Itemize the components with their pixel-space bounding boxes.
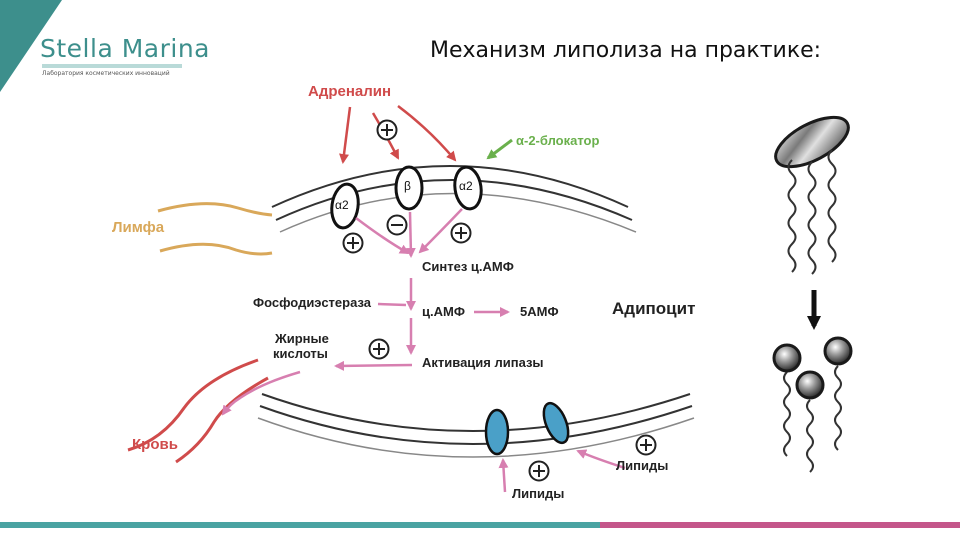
channel-proteins: [484, 401, 570, 456]
upper-membrane: [271, 165, 637, 233]
logo-tagline: Лаборатория косметических инноваций: [42, 70, 170, 77]
five-amp-label: 5АМФ: [520, 304, 559, 319]
blood-lines: [127, 358, 269, 464]
squiggly-tails-top: [787, 149, 837, 275]
elongated-lipid-droplet: [774, 115, 850, 169]
blood-label: Кровь: [132, 436, 178, 453]
camp-synthesis-label: Синтез ц.АМФ: [422, 259, 514, 274]
corner-decoration: [0, 0, 62, 92]
receptor-alpha2-left-label: α2: [335, 198, 349, 212]
pink-arrows: [221, 208, 626, 493]
logo-name: Stella Marina: [40, 34, 210, 63]
adipocyte-label: Адипоцит: [612, 299, 696, 318]
logo-divider: [42, 64, 182, 68]
lower-membrane: [257, 393, 695, 458]
fatty-acids-label-line2: кислоты: [273, 346, 328, 361]
camp-label: ц.АМФ: [422, 304, 465, 319]
lipids-bottom-label: Липиды: [512, 486, 565, 501]
lipase-activation-label: Активация липазы: [422, 355, 544, 370]
adrenalin-label: Адреналин: [308, 83, 392, 100]
lipids-right-label: Липиды: [616, 458, 669, 473]
alpha2-blocker-arrow: [486, 138, 513, 160]
receptor-alpha2-right-label: α2: [459, 179, 473, 193]
receptors: [330, 165, 483, 230]
slide-title: Механизм липолиза на практике:: [430, 38, 822, 63]
adrenalin-arrows: [339, 105, 457, 164]
lymph-lines: [157, 202, 273, 256]
phosphodiesterase-label: Фосфодиэстераза: [253, 295, 371, 310]
receptor-beta-label: β: [404, 179, 411, 193]
lymph-label: Лимфа: [112, 219, 165, 236]
alpha2-blocker-label: α-2-блокатор: [516, 133, 600, 148]
footer-bar-pink: [600, 522, 960, 528]
sign-circles: [342, 119, 657, 482]
lipid-spheres: [772, 336, 853, 400]
fatty-acids-label-line1: Жирные: [275, 331, 329, 346]
squiggly-tails-bottom: [783, 365, 842, 473]
sign-glyphs: [347, 124, 652, 477]
footer-bar-teal: [0, 522, 600, 528]
